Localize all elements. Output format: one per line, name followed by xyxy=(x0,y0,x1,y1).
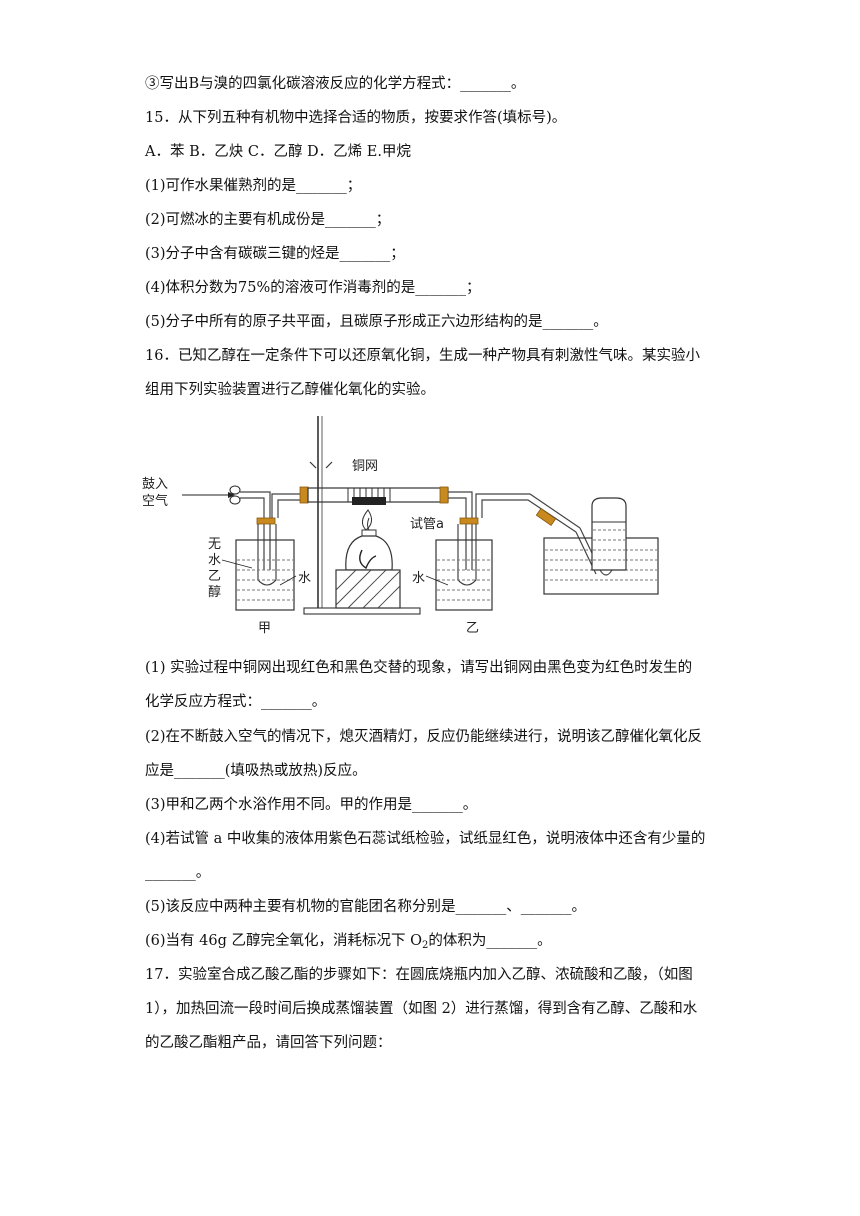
beaker-jia-label: 甲 xyxy=(258,621,271,636)
question-17-line1: 17．实验室合成乙酸乙酯的步骤如下：在圆底烧瓶内加入乙醇、浓硫酸和乙酸，（如图 xyxy=(145,967,693,983)
question-17-line2: 1），加热回流一段时间后换成蒸馏装置（如图 2）进行蒸馏，得到含有乙醇、乙酸和水 xyxy=(145,1001,698,1017)
ethanol-label-2: 水 xyxy=(208,553,221,568)
test-tube-a-label: 试管a xyxy=(410,517,444,532)
question-15-item-3: (3)分子中含有碳碳三键的烃是_______； xyxy=(145,246,405,262)
question-16-part1-line1: (1) 实验过程中铜网出现红色和黑色交替的现象，请写出铜网由黑色变为红色时发生的 xyxy=(145,660,693,676)
beaker-yi-label: 乙 xyxy=(466,621,479,636)
ethanol-label-4: 醇 xyxy=(208,584,221,600)
question-14-part3: ③写出B与溴的四氯化碳溶液反应的化学方程式：_______。 xyxy=(145,76,526,92)
water-label-right: 水 xyxy=(412,571,425,586)
question-15-options: A．苯 B．乙炔 C．乙醇 D．乙烯 E.甲烷 xyxy=(145,144,411,160)
question-15-item-2: (2)可燃冰的主要有机成份是_______； xyxy=(145,212,391,228)
question-16-stem-2: 组用下列实验装置进行乙醇催化氧化的实验。 xyxy=(145,382,435,398)
question-16-part2-line2: 应是_______(填吸热或放热)反应。 xyxy=(145,763,367,779)
question-17-line3: 的乙酸乙酯粗产品，请回答下列问题： xyxy=(145,1035,392,1051)
o2-subscript: 2 xyxy=(422,940,429,951)
water-label-left: 水 xyxy=(298,571,311,586)
question-15-stem: 15．从下列五种有机物中选择合适的物质，按要求作答(填标号)。 xyxy=(145,110,567,126)
question-16-part2-line1: (2)在不断鼓入空气的情况下，熄灭酒精灯，反应仍能继续进行，说明该乙醇催化氧化反 xyxy=(145,729,703,745)
question-15-item-5: (5)分子中所有的原子共平面，且碳原子形成正六边形结构的是_______。 xyxy=(145,314,608,330)
question-16-part6-b: 的体积为_______。 xyxy=(428,933,552,949)
question-15-item-1: (1)可作水果催熟剂的是_______； xyxy=(145,178,362,194)
question-16-part1-line2: 化学反应方程式：_______。 xyxy=(145,694,327,710)
question-16-part6: (6)当有 46g 乙醇完全氧化，消耗标况下 O2的体积为_______。 xyxy=(145,931,552,956)
question-16-part5: (5)该反应中两种主要有机物的官能团名称分别是_______、_______。 xyxy=(145,899,587,915)
ethanol-label-1: 无 xyxy=(208,537,221,552)
question-16-stem-1: 16．已知乙醇在一定条件下可以还原氧化铜，生成一种产物具有刺激性气味。某实验小 xyxy=(145,348,700,364)
question-16-part6-a: (6)当有 46g 乙醇完全氧化，消耗标况下 O xyxy=(145,933,422,949)
ethanol-label-3: 乙 xyxy=(208,569,221,584)
question-16-part3: (3)甲和乙两个水浴作用不同。甲的作用是_______。 xyxy=(145,797,478,813)
air-in-label-1: 鼓入 xyxy=(142,477,168,492)
question-16-part4-line1: (4)若试管 a 中收集的液体用紫色石蕊试纸检验，试纸显红色，说明液体中还含有少… xyxy=(145,831,706,847)
air-in-label-2: 空气 xyxy=(142,493,168,509)
copper-mesh-label: 铜网 xyxy=(352,459,378,474)
experiment-apparatus-figure: 鼓入 空气 无 水 乙 醇 水 甲 铜网 xyxy=(142,416,659,636)
question-15-item-4: (4)体积分数为75%的溶液可作消毒剂的是_______； xyxy=(145,280,481,296)
question-16-part4-line2: _______。 xyxy=(145,865,211,881)
